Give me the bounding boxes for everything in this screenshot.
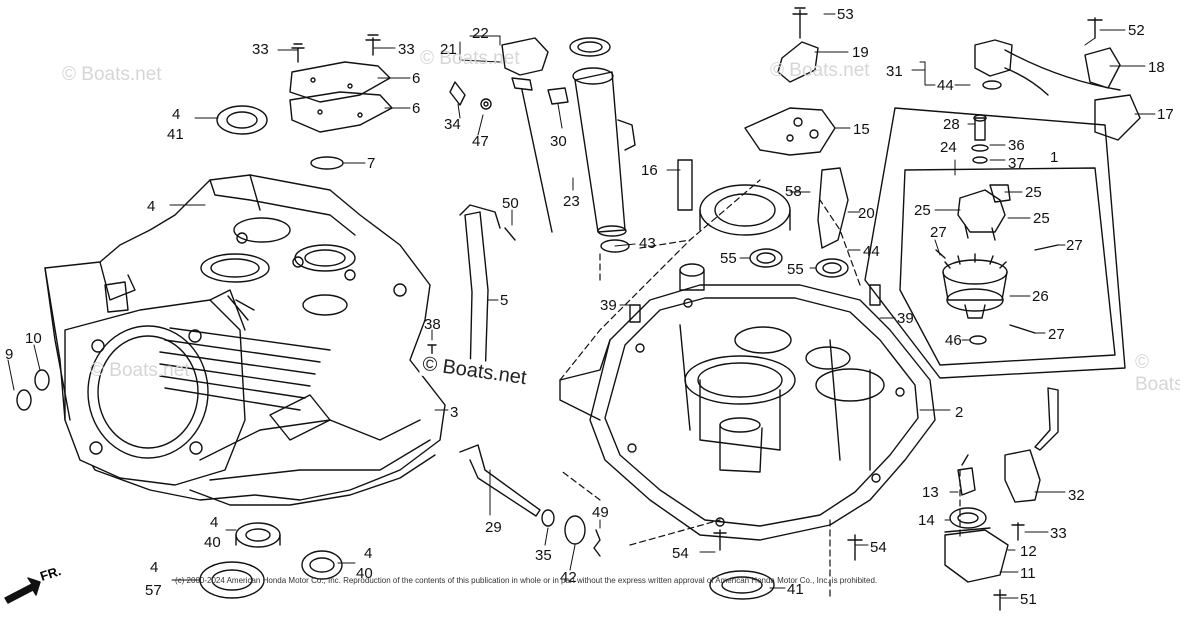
callout-53: 53 xyxy=(837,6,854,23)
callout-26: 26 xyxy=(1032,288,1049,305)
callout-1: 1 xyxy=(1050,149,1059,166)
callout-35: 35 xyxy=(535,547,552,564)
callout-4: 4 xyxy=(172,106,181,123)
watermark: © Boats.net xyxy=(62,64,162,85)
callout-27: 27 xyxy=(930,224,947,241)
callout-28: 28 xyxy=(943,116,960,133)
callout-40: 40 xyxy=(356,565,373,582)
callout-3: 3 xyxy=(450,404,459,421)
callout-25: 25 xyxy=(914,202,931,219)
callout-55: 55 xyxy=(787,261,804,278)
callout-6: 6 xyxy=(412,100,421,117)
callout-44: 44 xyxy=(863,243,880,260)
callout-4: 4 xyxy=(147,198,156,215)
callout-4: 4 xyxy=(150,559,159,576)
governor-gear xyxy=(942,253,1008,319)
callout-5: 5 xyxy=(500,292,509,309)
crankcase-cover xyxy=(559,284,936,541)
callout-55: 55 xyxy=(720,250,737,267)
callout-12: 12 xyxy=(1020,543,1037,560)
callout-17: 17 xyxy=(1157,106,1174,123)
callout-18: 18 xyxy=(1148,59,1165,76)
callout-15: 15 xyxy=(853,121,870,138)
callout-30: 30 xyxy=(550,133,567,150)
callout-42: 42 xyxy=(560,569,577,586)
copyright-notice: (c) 2000-2024 American Honda Motor Co., … xyxy=(175,576,878,585)
callout-6: 6 xyxy=(412,70,421,87)
callout-50: 50 xyxy=(502,195,519,212)
callout-41: 41 xyxy=(787,581,804,598)
watermark: © Boats.net xyxy=(90,360,190,381)
callout-36: 36 xyxy=(1008,137,1025,154)
governor-group-box xyxy=(864,107,1126,379)
callout-33: 33 xyxy=(1050,525,1067,542)
callout-57: 57 xyxy=(145,582,162,599)
callout-52: 52 xyxy=(1128,22,1145,39)
callout-54: 54 xyxy=(870,539,887,556)
callout-4: 4 xyxy=(210,514,219,531)
callout-19: 19 xyxy=(852,44,869,61)
callout-54: 54 xyxy=(672,545,689,562)
callout-43: 43 xyxy=(639,235,656,252)
callout-4: 4 xyxy=(364,545,373,562)
callout-23: 23 xyxy=(563,193,580,210)
callout-34: 34 xyxy=(444,116,461,133)
callout-22: 22 xyxy=(472,25,489,42)
callout-11: 11 xyxy=(1020,565,1036,582)
callout-24: 24 xyxy=(940,139,957,156)
callout-16: 16 xyxy=(641,162,658,179)
cylinder-block xyxy=(44,174,446,506)
callout-44: 44 xyxy=(937,77,954,94)
callout-7: 7 xyxy=(367,155,376,172)
callout-41: 41 xyxy=(167,126,184,143)
callout-32: 32 xyxy=(1068,487,1085,504)
callout-51: 51 xyxy=(1020,591,1037,608)
callout-20: 20 xyxy=(858,205,875,222)
callout-21: 21 xyxy=(440,41,457,58)
callout-25: 25 xyxy=(1025,184,1042,201)
callout-13: 13 xyxy=(922,484,939,501)
callout-38: 38 xyxy=(424,316,441,333)
callout-33: 33 xyxy=(252,41,269,58)
callout-29: 29 xyxy=(485,519,502,536)
callout-49: 49 xyxy=(592,504,609,521)
callout-37: 37 xyxy=(1008,155,1025,172)
callout-47: 47 xyxy=(472,133,489,150)
callout-31: 31 xyxy=(886,63,903,80)
callout-27: 27 xyxy=(1048,326,1065,343)
callout-25: 25 xyxy=(1033,210,1050,227)
watermark: © Boats.net xyxy=(770,60,870,81)
callout-10: 10 xyxy=(25,330,42,347)
watermark: © Boats.net xyxy=(420,48,520,69)
callout-39: 39 xyxy=(897,310,914,327)
callout-9: 9 xyxy=(5,346,14,363)
callout-58: 58 xyxy=(785,183,802,200)
callout-33: 33 xyxy=(398,41,415,58)
callout-2: 2 xyxy=(955,404,964,421)
callout-46: 46 xyxy=(945,332,962,349)
watermark: © Boats.net xyxy=(1135,352,1180,395)
callout-27: 27 xyxy=(1066,237,1083,254)
callout-39: 39 xyxy=(600,297,617,314)
callout-40: 40 xyxy=(204,534,221,551)
callout-14: 14 xyxy=(918,512,935,529)
